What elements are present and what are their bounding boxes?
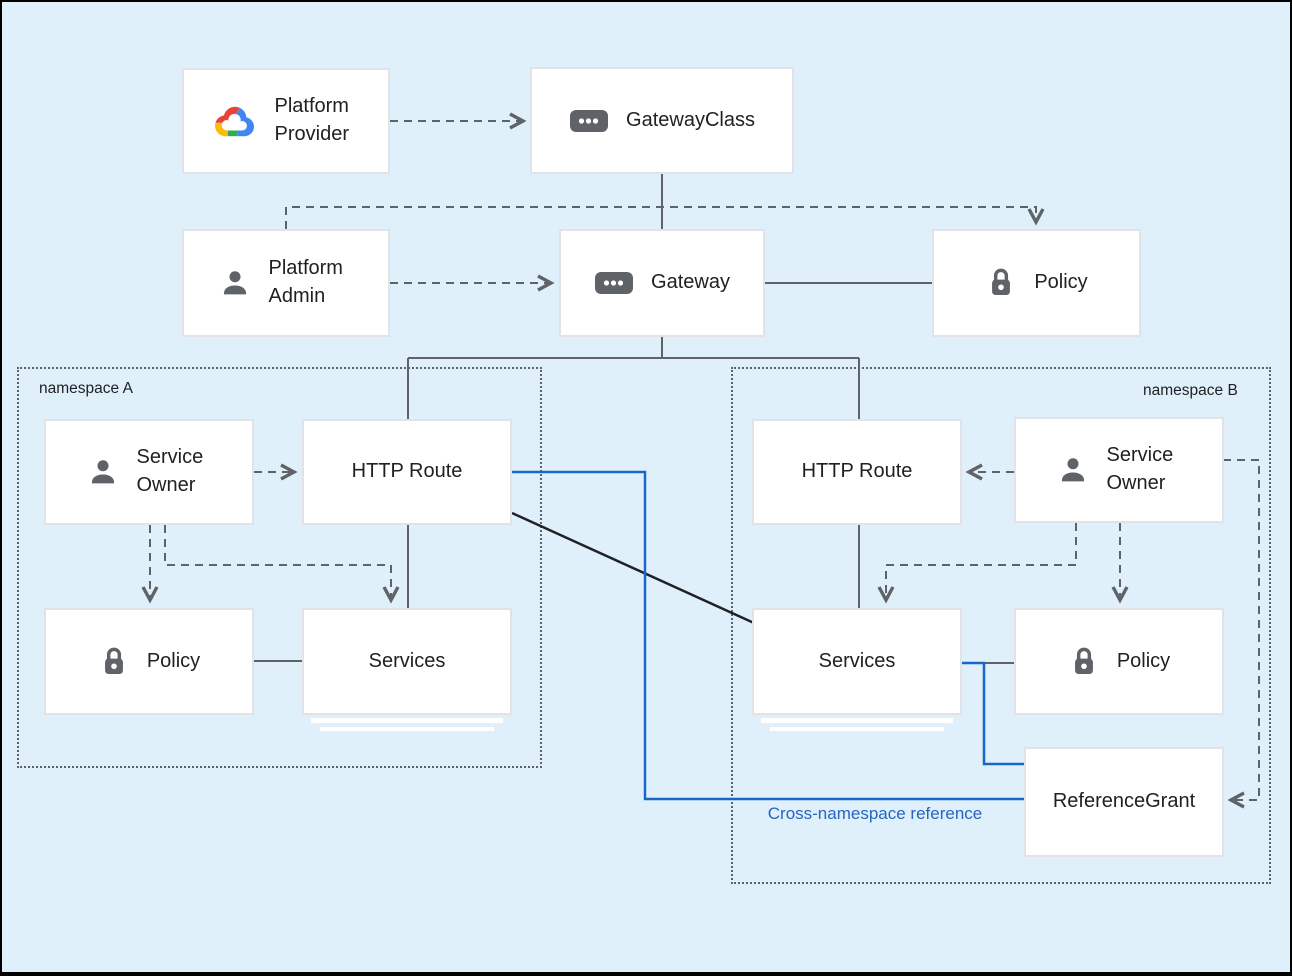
edge-owner-b-to-services-b [877,523,1077,604]
node-services-a: Services [302,608,512,731]
node-label: HTTP Route [801,460,913,483]
namespace-a-label: namespace A [39,380,133,397]
node-label: Gateway [651,271,730,294]
node-http-route-a: HTTP Route [302,419,512,525]
node-label: Services [818,649,896,672]
node-label: Policy [1034,271,1088,294]
node-policy-top: Policy [932,229,1141,337]
node-service-owner-b: Service Owner [1014,417,1224,523]
node-label: Policy [146,649,201,672]
node-gateway: Gateway [559,229,765,337]
node-platform-admin: Platform Admin [182,229,390,337]
node-label: GatewayClass [626,108,755,131]
node-policy-a: Policy [44,608,254,715]
person-icon [1056,453,1090,487]
node-services-b: Services [752,608,962,731]
lock-icon [1068,644,1100,680]
edge-owner-b-to-referencegrant [1223,459,1260,809]
node-label: HTTP Route [351,460,463,483]
edge-cross-namespace-reference [512,470,1024,801]
namespace-b-frame [731,367,1271,884]
edge-owner-a-to-services-a [164,525,400,604]
node-label: Service Owner [1106,444,1174,494]
node-label: Platform Provider [274,95,349,145]
node-label: ReferenceGrant [1052,790,1196,813]
node-policy-b: Policy [1014,608,1224,715]
namespace-a-frame [17,367,542,768]
node-label: Platform Admin [268,257,343,307]
node-http-route-b: HTTP Route [752,419,962,525]
lock-icon [985,265,1017,301]
google-cloud-logo-icon [212,102,258,140]
node-service-owner-a: Service Owner [44,419,254,525]
node-label: Service Owner [136,446,204,496]
edge-services-b-to-referencegrant [962,661,1024,766]
person-icon [218,266,252,300]
node-gateway-class: GatewayClass [530,67,794,174]
node-reference-grant: ReferenceGrant [1024,747,1224,857]
node-label: Services [368,649,446,672]
edge-httproute-a-to-services-b [511,511,755,625]
lock-icon [98,644,130,680]
resource-chip-icon [569,109,609,133]
edge-admin-to-policy [285,206,1045,229]
node-platform-provider: Platform Provider [182,68,390,174]
node-label: Policy [1116,649,1171,672]
person-icon [86,455,120,489]
resource-chip-icon [594,271,634,295]
namespace-b-label: namespace B [1143,382,1238,399]
cross-namespace-reference-label: Cross-namespace reference [767,804,983,823]
